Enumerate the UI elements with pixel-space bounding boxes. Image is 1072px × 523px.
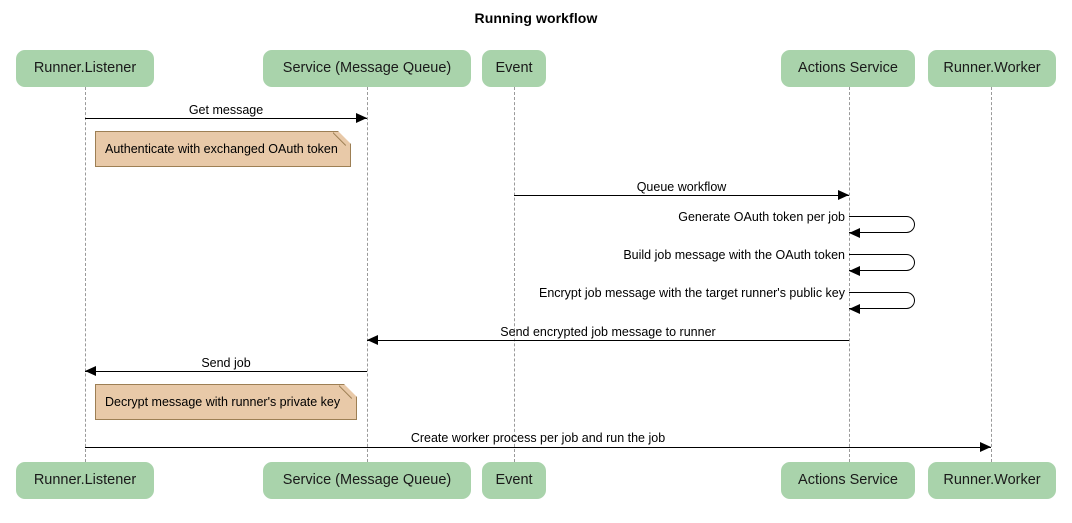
message-label-get-message: Get message — [188, 103, 264, 117]
message-label-send-encrypted-job-message-to-runner: Send encrypted job message to runner — [500, 325, 716, 339]
lifeline-runner-worker — [991, 87, 992, 462]
arrowhead-generate-oauth-token-per-job — [849, 227, 860, 238]
message-label-encrypt-job-message-with-the-target-runners-public-key: Encrypt job message with the target runn… — [538, 286, 845, 300]
message-label-queue-workflow: Queue workflow — [636, 180, 727, 194]
message-line-send-job — [85, 371, 367, 372]
note-label: Decrypt message with runner's private ke… — [105, 395, 341, 409]
message-line-queue-workflow — [514, 195, 849, 196]
note-label: Authenticate with exchanged OAuth token — [105, 142, 338, 156]
participant-footer-runner-listener[interactable]: Runner.Listener — [16, 462, 154, 499]
arrowhead-build-job-message-with-the-oauth-token — [849, 265, 860, 276]
self-loop-generate-oauth-token-per-job — [849, 216, 915, 233]
message-line-get-message — [85, 118, 367, 119]
participant-footer-actions-service[interactable]: Actions Service — [781, 462, 915, 499]
arrowhead-create-worker-process-per-job-and-run-the-job — [980, 442, 991, 453]
note-fold-corner-icon — [344, 384, 357, 397]
lifeline-service-message-queue — [367, 87, 368, 462]
participant-header-event[interactable]: Event — [482, 50, 546, 87]
message-line-create-worker-process-per-job-and-run-the-job — [85, 447, 991, 448]
arrowhead-get-message — [356, 113, 367, 124]
lifeline-event — [514, 87, 515, 462]
arrowhead-encrypt-job-message-with-the-target-runners-public-key — [849, 303, 860, 314]
participant-footer-service-message-queue[interactable]: Service (Message Queue) — [263, 462, 471, 499]
message-label-build-job-message-with-the-oauth-token: Build job message with the OAuth token — [623, 248, 845, 262]
self-loop-encrypt-job-message-with-the-target-runners-public-key — [849, 292, 915, 309]
participant-header-actions-service[interactable]: Actions Service — [781, 50, 915, 87]
participant-header-service-message-queue[interactable]: Service (Message Queue) — [263, 50, 471, 87]
page-title: Running workflow — [474, 10, 598, 26]
arrowhead-send-job — [85, 366, 96, 377]
note-decrypt-note: Decrypt message with runner's private ke… — [95, 384, 357, 420]
lifeline-runner-listener — [85, 87, 86, 462]
note-fold-corner-icon — [338, 131, 351, 144]
participant-header-runner-listener[interactable]: Runner.Listener — [16, 50, 154, 87]
message-line-send-encrypted-job-message-to-runner — [367, 340, 849, 341]
arrowhead-queue-workflow — [838, 190, 849, 201]
message-label-create-worker-process-per-job-and-run-the-job: Create worker process per job and run th… — [410, 431, 666, 445]
self-loop-build-job-message-with-the-oauth-token — [849, 254, 915, 271]
participant-header-runner-worker[interactable]: Runner.Worker — [928, 50, 1056, 87]
message-label-generate-oauth-token-per-job: Generate OAuth token per job — [678, 210, 845, 224]
participant-footer-runner-worker[interactable]: Runner.Worker — [928, 462, 1056, 499]
arrowhead-send-encrypted-job-message-to-runner — [367, 335, 378, 346]
note-authenticate-note: Authenticate with exchanged OAuth token — [95, 131, 351, 167]
message-label-send-job: Send job — [201, 356, 251, 370]
participant-footer-event[interactable]: Event — [482, 462, 546, 499]
